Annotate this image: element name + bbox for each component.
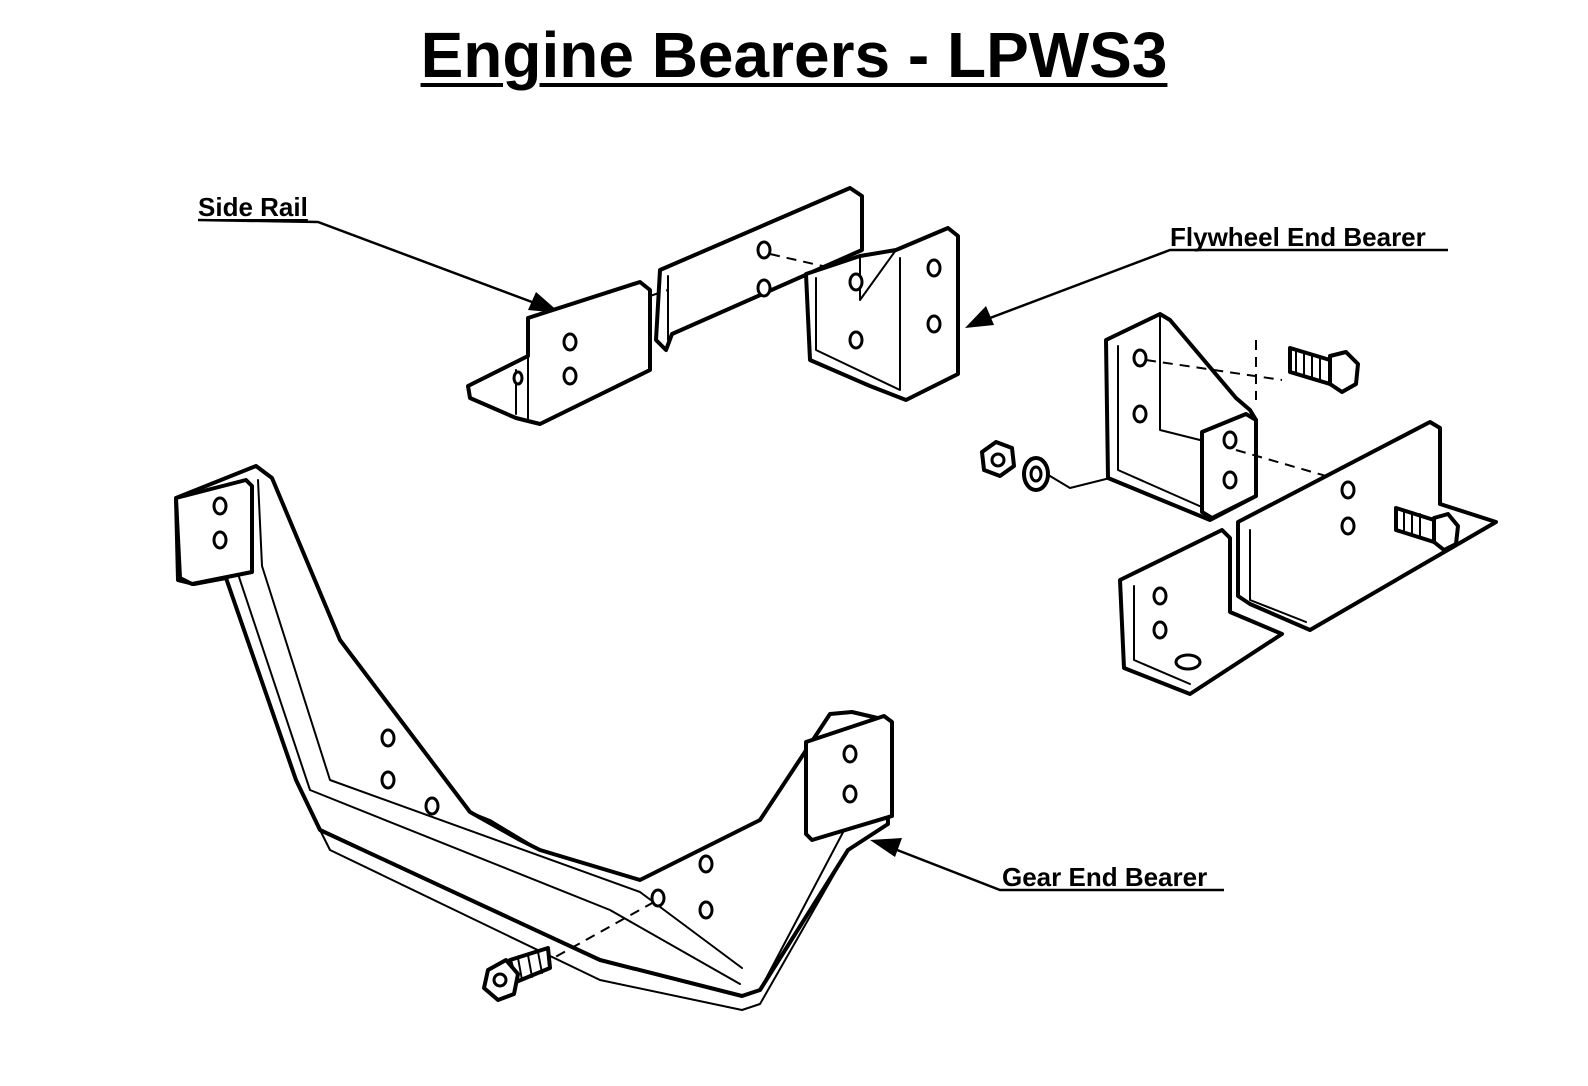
- title-text: Engine Bearers - LPWS3: [420, 19, 1168, 91]
- bolt-gear-end: [482, 946, 552, 1002]
- label-flywheel-end-bearer: Flywheel End Bearer: [1170, 222, 1426, 252]
- bolt-upper: [1288, 346, 1360, 394]
- page-title: Engine Bearers - LPWS3: [0, 18, 1588, 92]
- side-rail-part: [466, 186, 864, 426]
- flywheel-end-bearer-assembly: [980, 312, 1498, 696]
- label-gear-end-bearer: Gear End Bearer: [1002, 862, 1208, 892]
- leader-side-rail: [197, 218, 560, 313]
- nut-washer: [980, 440, 1050, 492]
- leader-flywheel-end-bearer: [965, 248, 1448, 328]
- leader-gear-end-bearer: [870, 838, 1224, 892]
- gear-end-bearer-part: [174, 464, 894, 1011]
- flywheel-end-bearer-top: [804, 226, 960, 402]
- label-side-rail: Side Rail: [198, 192, 308, 222]
- bolt-lower: [1394, 506, 1460, 552]
